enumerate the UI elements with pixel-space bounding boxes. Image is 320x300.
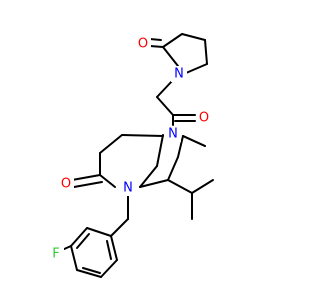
- bond: [167, 156, 179, 181]
- fluorine-label: F: [52, 247, 59, 262]
- lactam-oxygen-label: O: [138, 37, 148, 52]
- structure-canvas: O N O N O N F: [48, 33, 214, 278]
- bond: [162, 46, 179, 67]
- bond: [167, 179, 193, 194]
- bond: [162, 33, 183, 48]
- bonds: [61, 33, 214, 278]
- bond: [121, 134, 164, 137]
- ring-carbonyl-oxygen-label: O: [61, 177, 71, 192]
- bond: [70, 227, 88, 247]
- bond: [182, 135, 206, 147]
- acyl-nitrogen-label: N: [168, 127, 178, 142]
- bond: [70, 245, 78, 271]
- bond: [156, 134, 164, 167]
- bond: [185, 63, 208, 74]
- bond: [86, 227, 112, 237]
- atom-labels: O N O N O N F: [48, 35, 212, 262]
- bond: [99, 174, 116, 188]
- molecule-diagram: O N O N O N F: [48, 33, 214, 278]
- bond: [156, 79, 174, 98]
- bond: [99, 134, 123, 154]
- bond: [110, 218, 129, 237]
- bond: [139, 165, 158, 188]
- pyrrolidine-nitrogen-label: N: [174, 67, 184, 82]
- bond: [100, 259, 118, 278]
- bond: [71, 174, 101, 181]
- bond: [181, 33, 206, 41]
- bond: [110, 235, 118, 261]
- bond: [76, 269, 102, 278]
- acyl-oxygen-label: O: [199, 111, 209, 126]
- bond: [76, 233, 90, 249]
- bond: [73, 181, 103, 188]
- bond: [191, 179, 214, 194]
- bond: [106, 240, 112, 260]
- bond: [204, 39, 208, 65]
- bond: [82, 267, 101, 274]
- bond: [149, 45, 164, 48]
- benzyl-nitrogen-label: N: [123, 181, 133, 196]
- bond: [156, 96, 174, 116]
- bond: [139, 179, 169, 188]
- bond: [177, 135, 184, 158]
- bond: [149, 38, 162, 41]
